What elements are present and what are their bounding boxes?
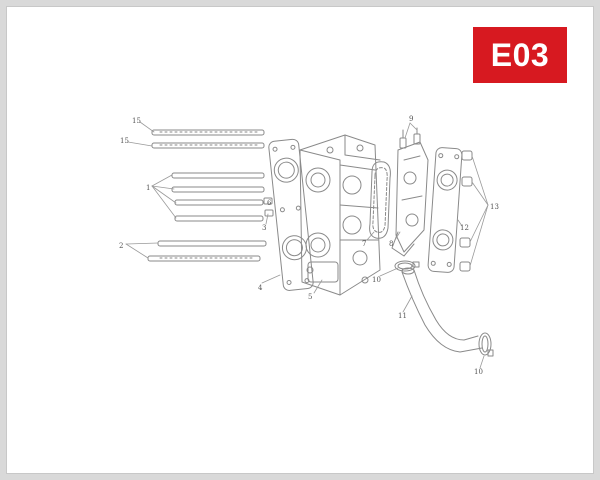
callout-12: 12: [460, 224, 469, 232]
stud-bolts: [147, 129, 267, 262]
hose-clamp-lower: [478, 332, 494, 357]
callout-7: 7: [362, 240, 366, 248]
callout-2: 2: [119, 242, 123, 250]
callout-1: 1: [146, 184, 150, 192]
callout-leaders: [125, 121, 489, 369]
spacer-sleeves: [459, 150, 473, 272]
callout-10-upper: 10: [372, 276, 381, 284]
hose-clamp-upper: [394, 260, 420, 272]
callout-15-second: 15: [120, 137, 129, 145]
callout-15-top: 15: [132, 117, 141, 125]
section-code-badge: E03: [473, 27, 567, 83]
thermostat-housing: [391, 127, 429, 257]
coolant-hose: [401, 267, 483, 353]
callout-4: 4: [258, 284, 263, 292]
callout-6: 6: [267, 199, 272, 207]
callout-5: 5: [308, 293, 312, 301]
callout-13: 13: [490, 203, 499, 211]
o-ring-gasket: [369, 161, 391, 239]
cylinder-head: [299, 134, 381, 296]
exhaust-gasket-right: [427, 147, 463, 273]
dowel-pins: [263, 197, 274, 217]
callout-3: 3: [262, 224, 266, 232]
callout-9: 9: [409, 115, 413, 123]
cylinder-head-gasket-left: [268, 138, 314, 291]
callout-10-lower: 10: [474, 368, 483, 376]
diagram-frame: [6, 6, 594, 474]
callout-11: 11: [398, 312, 407, 320]
callout-8: 8: [389, 240, 393, 248]
